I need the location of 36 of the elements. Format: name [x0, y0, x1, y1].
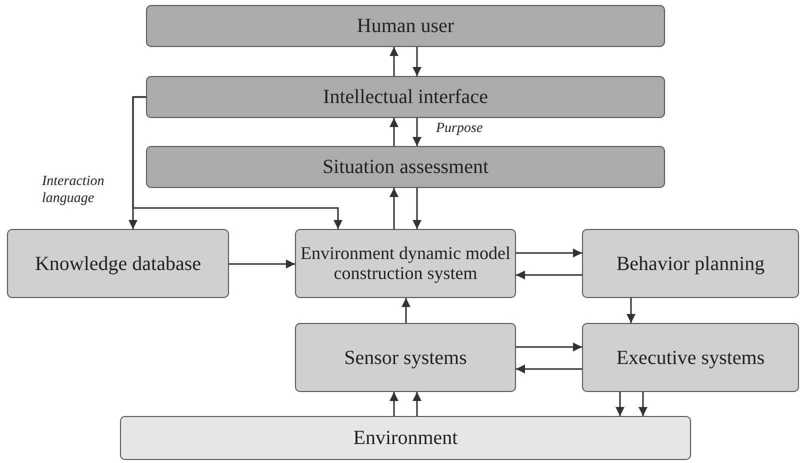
arrow [638, 392, 648, 416]
box-label: Situation assessment [322, 156, 489, 178]
arrow [412, 118, 422, 146]
arrow [402, 298, 410, 323]
process-box [146, 76, 665, 118]
process-box [146, 146, 665, 188]
process-box [582, 229, 799, 298]
process-box [295, 229, 516, 298]
box-label: Human user [356, 15, 454, 37]
box-label: Sensor systems [344, 346, 467, 368]
process-box [582, 323, 799, 392]
box-label: Environment dynamic model construction system [300, 244, 512, 284]
process-box [7, 229, 229, 298]
arrow [626, 298, 636, 323]
arrow [229, 260, 295, 268]
arrow [516, 364, 582, 374]
arrow [412, 47, 422, 76]
process-box [120, 416, 691, 460]
box-label: Behavior planning [616, 252, 765, 274]
arrow [390, 188, 398, 229]
box-label: Intellectual interface [323, 86, 488, 108]
arrow [412, 188, 422, 229]
process-box [295, 323, 516, 392]
arrow [390, 118, 398, 146]
arrow [516, 248, 582, 258]
arrow [390, 47, 398, 76]
arrow [616, 392, 624, 416]
arrow [516, 342, 582, 352]
process-box [146, 5, 665, 47]
arrow [412, 392, 422, 416]
box-label: Knowledge database [34, 252, 202, 274]
arrow [516, 270, 582, 280]
arrow [390, 392, 398, 416]
box-label: Environment [353, 427, 458, 449]
arrow [132, 96, 342, 229]
box-label: Executive systems [616, 346, 765, 368]
